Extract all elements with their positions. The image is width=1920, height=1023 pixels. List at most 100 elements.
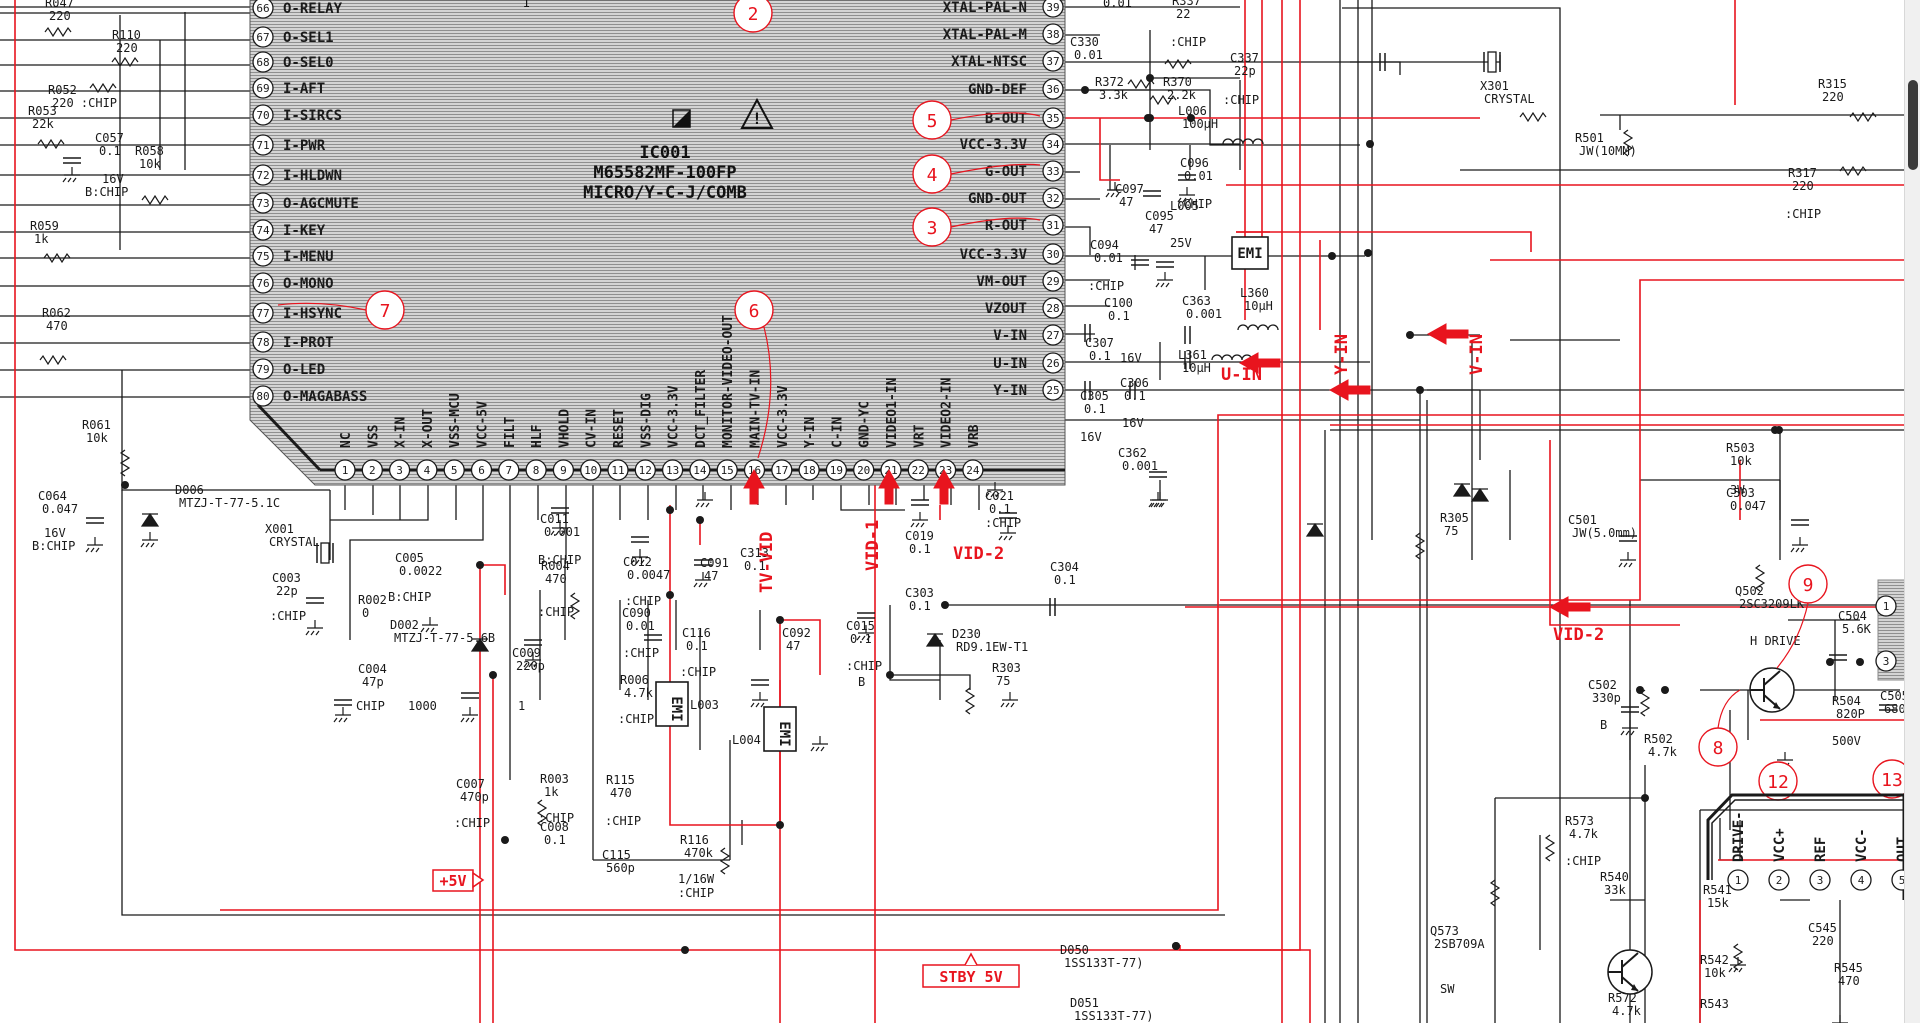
- right-pin-38[interactable]: 38: [1042, 23, 1064, 45]
- component-c057-t[interactable]: B:CHIP: [85, 185, 128, 199]
- component-l003[interactable]: L003: [690, 698, 719, 712]
- callout-9[interactable]: 9: [1788, 564, 1828, 604]
- component-r003-t[interactable]: :CHIP: [538, 811, 574, 825]
- deflection-pin-2[interactable]: 2: [1768, 869, 1790, 891]
- bottom-pin-5[interactable]: 5: [443, 459, 465, 481]
- bottom-pin-18[interactable]: 18: [798, 459, 820, 481]
- component-r504-v[interactable]: 500V: [1832, 734, 1861, 748]
- component-q502-f[interactable]: H DRIVE: [1750, 634, 1801, 648]
- right-pin-34[interactable]: 34: [1042, 133, 1064, 155]
- right-pin-35[interactable]: 35: [1042, 107, 1064, 129]
- left-pin-67[interactable]: 67: [252, 26, 274, 48]
- bottom-pin-24[interactable]: 24: [962, 459, 984, 481]
- component-c004-t[interactable]: CHIP: [356, 699, 385, 713]
- component-c011-t[interactable]: B:CHIP: [538, 553, 581, 567]
- right-pin-39[interactable]: 39: [1042, 0, 1064, 18]
- bottom-pin-19[interactable]: 19: [825, 459, 848, 481]
- bottom-pin-22[interactable]: 22: [907, 459, 929, 481]
- left-pin-80[interactable]: 80: [252, 385, 274, 407]
- bottom-pin-9[interactable]: 9: [552, 459, 575, 481]
- right-pin-37[interactable]: 37: [1042, 50, 1064, 72]
- component-c057-v[interactable]: 16V: [102, 172, 124, 186]
- bottom-pin-20[interactable]: 20: [853, 459, 875, 481]
- component-c095-v[interactable]: 25V: [1170, 236, 1192, 250]
- left-pin-76[interactable]: 76: [252, 272, 274, 294]
- bottom-pin-14[interactable]: 14: [689, 459, 711, 481]
- component-l004[interactable]: L004: [732, 733, 761, 747]
- right-pin-26[interactable]: 26: [1042, 352, 1064, 374]
- component-c096-t[interactable]: :CHIP: [1176, 197, 1212, 211]
- component-c502-b[interactable]: B: [1600, 718, 1607, 732]
- component-l005[interactable]: L005: [1170, 199, 1199, 213]
- right-pin-31[interactable]: 31: [1042, 214, 1064, 236]
- right-pin-33[interactable]: 33: [1042, 160, 1064, 182]
- vertical-scrollbar[interactable]: [1904, 0, 1920, 1023]
- callout-6[interactable]: 6: [734, 290, 774, 330]
- bottom-pin-13[interactable]: 13: [661, 459, 684, 481]
- bottom-pin-4[interactable]: 4: [416, 459, 438, 481]
- component-c306-v[interactable]: 16V: [1122, 416, 1144, 430]
- left-pin-66[interactable]: 66: [252, 0, 274, 19]
- callout-13[interactable]: 13: [1872, 759, 1912, 799]
- left-pin-77[interactable]: 77: [252, 302, 274, 324]
- left-pin-72[interactable]: 72: [252, 164, 274, 186]
- bottom-pin-11[interactable]: 11: [607, 459, 629, 481]
- component-c003-t[interactable]: :CHIP: [270, 609, 306, 623]
- component-c015-t[interactable]: :CHIP: [846, 659, 882, 673]
- bottom-pin-12[interactable]: 12: [634, 459, 656, 481]
- right-pin-36[interactable]: 36: [1042, 78, 1064, 100]
- left-pin-70[interactable]: 70: [252, 104, 274, 126]
- bottom-pin-8[interactable]: 8: [525, 459, 547, 481]
- component-r503-w[interactable]: 3W: [1730, 483, 1745, 497]
- component-c094-t[interactable]: :CHIP: [1088, 279, 1124, 293]
- bottom-pin-7[interactable]: 7: [498, 459, 520, 481]
- callout-7[interactable]: 7: [365, 290, 405, 330]
- right-pin-30[interactable]: 30: [1042, 243, 1064, 265]
- component-c007-t[interactable]: :CHIP: [454, 816, 490, 830]
- component-q573-f[interactable]: SW: [1440, 982, 1455, 996]
